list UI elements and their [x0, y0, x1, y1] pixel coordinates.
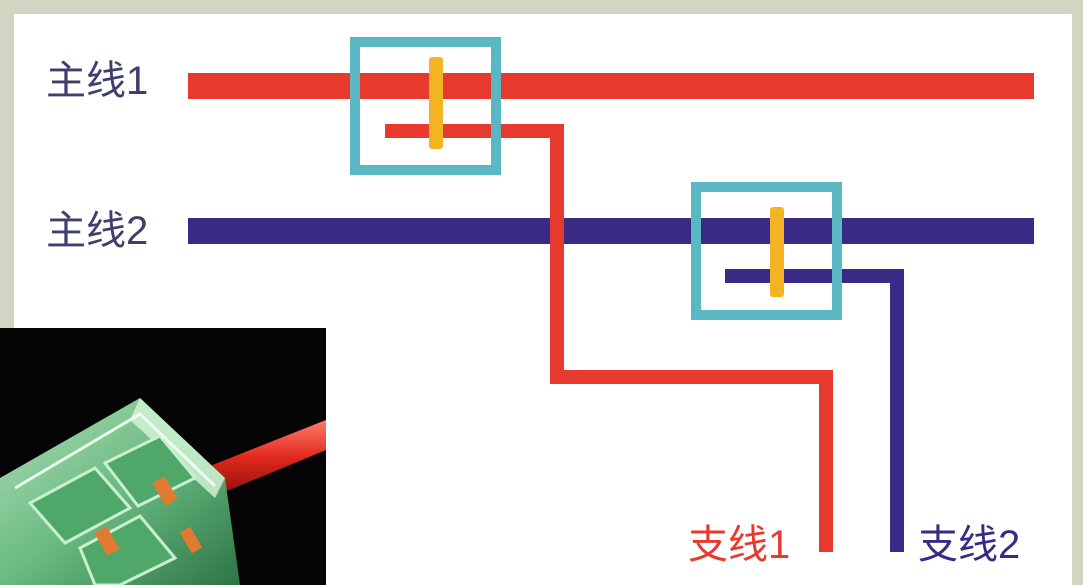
connector-box-2 [691, 182, 842, 320]
branch-wire-1 [385, 124, 833, 552]
connector-photo [0, 328, 326, 585]
branch-line-2-label: 支线2 [918, 523, 1021, 567]
main-line-2-label: 主线2 [46, 209, 149, 253]
contact-bar-2 [770, 207, 784, 297]
contact-bar-1 [429, 57, 443, 149]
branch-line-1-label: 支线1 [688, 523, 791, 567]
red-wire [205, 420, 326, 496]
connector-box-1 [350, 37, 501, 175]
main-line-1-label: 主线1 [46, 59, 149, 103]
